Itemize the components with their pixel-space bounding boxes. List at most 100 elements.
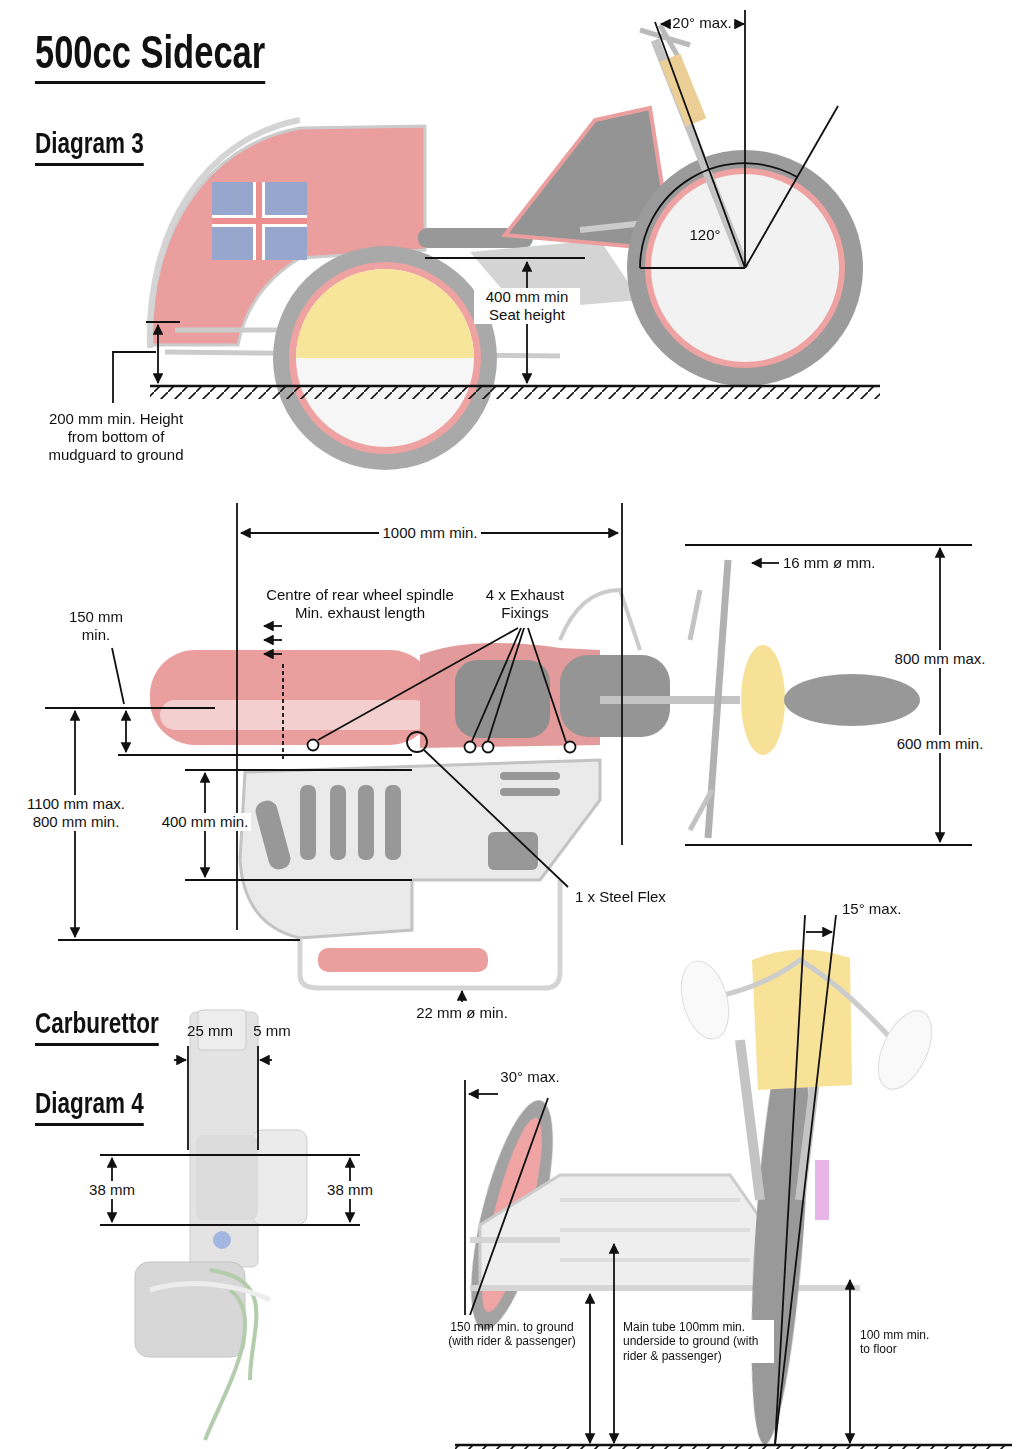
dimension-label: 600 mm min. — [894, 735, 987, 753]
top-view-photo — [500, 788, 560, 796]
carburettor-photo — [196, 1135, 258, 1220]
side-view-photo — [273, 246, 497, 470]
top-view-dimensions — [112, 648, 124, 704]
carburettor-photo — [150, 1284, 270, 1300]
side-view-dimensions — [744, 10, 746, 268]
angle-dimension: 15° max. — [842, 900, 901, 918]
top-view-photo — [500, 772, 560, 780]
top-view-dimensions — [264, 625, 282, 627]
front-view-dimensions — [589, 1294, 591, 1443]
top-view-photo — [385, 785, 401, 860]
dimension-label: 150 mm min. to ground (with rider & pass… — [439, 1320, 585, 1349]
dimension-label: 800 mm max. — [892, 650, 989, 668]
top-view-dimensions — [465, 742, 476, 753]
side-view-photo — [289, 262, 481, 454]
side-view-dimensions — [745, 106, 838, 268]
front-view-photo — [867, 1003, 942, 1098]
top-view-photo — [300, 785, 316, 860]
side-view-dimensions — [150, 387, 880, 399]
diagram-heading: Carburettor — [35, 1006, 159, 1046]
dimension-label: 100 mm min. to floor — [860, 1328, 940, 1357]
front-view-dimensions — [455, 915, 1012, 1449]
angle-dimension: 30° max. — [500, 1068, 559, 1086]
side-view-dimensions — [661, 23, 671, 25]
top-view-dimensions — [565, 742, 576, 753]
side-view-photo — [296, 269, 474, 358]
top-view-photo — [741, 645, 785, 755]
top-view-dimensions — [424, 750, 568, 887]
dimension-label: 22 mm ø min. — [416, 1004, 508, 1022]
carburettor-dimensions — [174, 1059, 186, 1061]
top-view-dimensions — [318, 628, 518, 740]
front-view-photo — [815, 1160, 829, 1220]
top-view-photo — [160, 700, 430, 730]
top-view-dimensions — [118, 754, 412, 756]
diagram-heading: Diagram 3 — [35, 126, 144, 166]
top-view-photo — [300, 880, 560, 988]
side-view-dimensions — [157, 325, 159, 383]
front-view-dimensions — [806, 931, 832, 933]
angle-dimension: 20° max. — [672, 14, 731, 32]
carburettor-dimensions — [187, 1046, 189, 1150]
side-view-photo — [212, 182, 307, 260]
top-view-dimensions — [185, 769, 412, 771]
callout-label: 1 x Steel Flex — [575, 888, 666, 906]
front-view-dimensions — [455, 1444, 1012, 1447]
top-view-dimensions — [236, 503, 238, 930]
top-view-dimensions — [461, 991, 463, 1002]
top-view-dimensions — [621, 503, 623, 845]
side-view-photo — [212, 182, 307, 260]
front-view-photo — [560, 1200, 750, 1260]
carburettor-photo — [252, 1130, 307, 1225]
front-view-photo — [673, 956, 736, 1045]
carburettor-dimensions — [100, 1154, 360, 1156]
page-title: 500cc Sidecar — [35, 26, 265, 84]
front-view-photo — [480, 1175, 765, 1288]
top-view-dimensions — [45, 707, 215, 709]
side-view-photo — [212, 182, 307, 260]
side-view-dimensions — [655, 22, 745, 268]
top-view-dimensions — [528, 628, 566, 742]
dimension-label: 25 mm — [187, 1022, 233, 1040]
front-view-dimensions — [849, 1280, 851, 1443]
diagram-heading: Diagram 4 — [35, 1086, 144, 1126]
front-view-dimensions — [775, 915, 805, 1445]
side-view-dimensions — [425, 257, 585, 259]
side-view-photo — [655, 40, 745, 268]
top-view-dimensions — [282, 664, 284, 760]
top-view-dimensions — [685, 844, 972, 846]
side-view-dimensions — [146, 321, 180, 323]
top-view-photo — [330, 785, 346, 860]
dimension-label: 38 mm — [86, 1181, 138, 1199]
side-view-dimensions — [150, 385, 880, 388]
dimension-label: 5 mm — [253, 1022, 291, 1040]
dimension-label: 400 mm min Seat height — [474, 288, 580, 324]
top-view-photo — [253, 798, 292, 871]
top-view-dimensions — [483, 742, 494, 753]
note-label: Centre of rear wheel spindle Min. exhaus… — [253, 586, 468, 622]
carburettor-photo — [213, 1231, 231, 1249]
dimension-label: 1100 mm max. 800 mm min. — [13, 795, 139, 831]
front-view-dimensions — [469, 1093, 498, 1095]
top-view-dimensions — [752, 562, 779, 564]
side-view-dimensions — [640, 163, 797, 268]
top-view-dimensions — [308, 740, 319, 751]
top-view-dimensions — [58, 939, 300, 941]
top-view-dimensions — [472, 628, 521, 741]
top-view-dimensions — [685, 544, 972, 546]
top-view-dimensions — [264, 639, 282, 641]
dimension-label: 200 mm min. Height from bottom of mudgua… — [36, 410, 196, 464]
top-view-dimensions — [125, 711, 127, 752]
carburettor-dimensions — [257, 1046, 259, 1150]
front-view-dimensions — [613, 1244, 615, 1443]
side-view-photo — [660, 53, 707, 126]
dimension-label: 16 mm ø mm. — [783, 554, 876, 572]
dimension-label: 38 mm — [324, 1181, 376, 1199]
top-view-dimensions — [939, 548, 941, 842]
top-view-dimensions — [185, 879, 412, 881]
carburettor-dimensions — [260, 1059, 272, 1061]
top-view-photo — [784, 674, 920, 726]
